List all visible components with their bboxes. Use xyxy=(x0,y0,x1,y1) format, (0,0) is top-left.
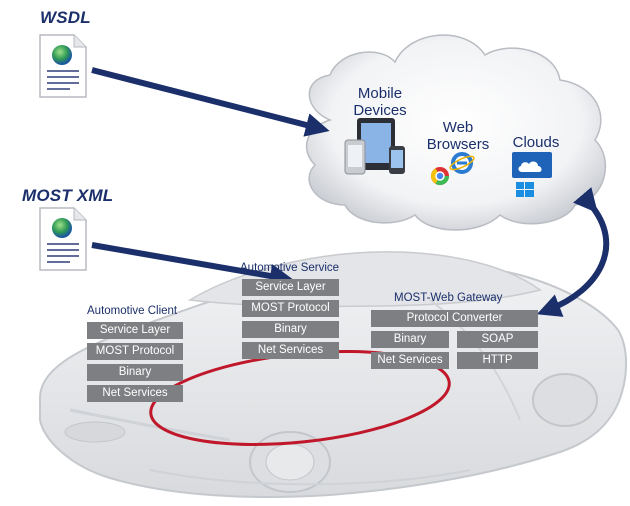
clouds-label: Clouds xyxy=(512,134,560,151)
document-globe-icon xyxy=(39,34,87,98)
ie-icon xyxy=(449,152,475,174)
service-binary-layer: Binary xyxy=(242,321,339,338)
chrome-icon xyxy=(430,167,449,186)
gateway-cloud-arrow xyxy=(536,187,610,317)
gateway-protocol-converter: Protocol Converter xyxy=(371,310,538,327)
mobile-devices-label: Mobile Devices xyxy=(353,85,407,119)
cloud-shape xyxy=(305,34,606,231)
service-most-protocol-layer: MOST Protocol xyxy=(242,300,339,317)
automotive-service-title: Automotive Service xyxy=(240,262,340,274)
service-service-layer: Service Layer xyxy=(242,279,339,296)
client-binary-layer: Binary xyxy=(87,364,183,381)
windows-cloud-icon xyxy=(512,152,552,197)
most-xml-arrow xyxy=(91,242,294,288)
gateway-binary-layer: Binary xyxy=(371,331,449,348)
service-net-services-layer: Net Services xyxy=(242,342,339,359)
client-most-protocol-layer: MOST Protocol xyxy=(87,343,183,360)
web-browsers-label: Web Browsers xyxy=(426,119,490,153)
wsdl-label: WSDL xyxy=(40,8,91,27)
most-xml-label: MOST XML xyxy=(22,186,114,205)
gateway-net-services-layer: Net Services xyxy=(371,352,449,369)
automotive-client-title: Automotive Client xyxy=(87,305,178,317)
gateway-title: MOST-Web Gateway xyxy=(394,292,503,304)
client-net-services-layer: Net Services xyxy=(87,385,183,402)
tablet-phone-icon xyxy=(344,118,405,175)
client-service-layer: Service Layer xyxy=(87,322,183,339)
wsdl-arrow xyxy=(91,67,330,137)
gateway-soap-layer: SOAP xyxy=(457,331,538,348)
gateway-http-layer: HTTP xyxy=(457,352,538,369)
document-globe-icon xyxy=(39,207,87,271)
